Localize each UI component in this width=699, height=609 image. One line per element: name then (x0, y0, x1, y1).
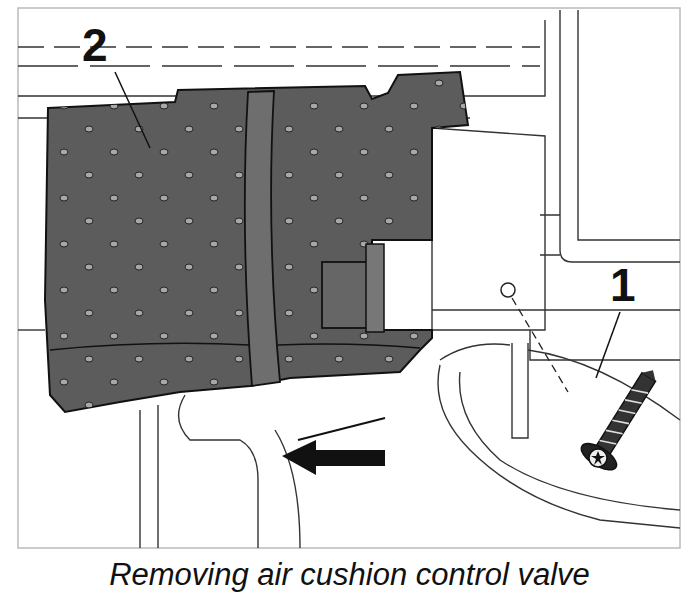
callout-number: 1 (610, 262, 636, 308)
torx-head (589, 449, 607, 467)
body-structure (18, 10, 680, 548)
caption: Removing air cushion control valve (109, 558, 590, 592)
direction-arrow (282, 418, 385, 475)
leader-line (596, 312, 620, 378)
torx-recess (591, 451, 605, 465)
control-valve-cover (45, 72, 468, 412)
callout-number: 1 (610, 262, 636, 308)
leader-line (115, 72, 150, 148)
screw (577, 360, 670, 475)
callout-number: 2 (82, 22, 108, 68)
assembly-line (512, 298, 568, 392)
caption: Removing air cushion control valve (0, 558, 699, 592)
bolt-hole (501, 283, 515, 297)
callout-number: 2 (82, 22, 108, 68)
frame (18, 8, 680, 548)
